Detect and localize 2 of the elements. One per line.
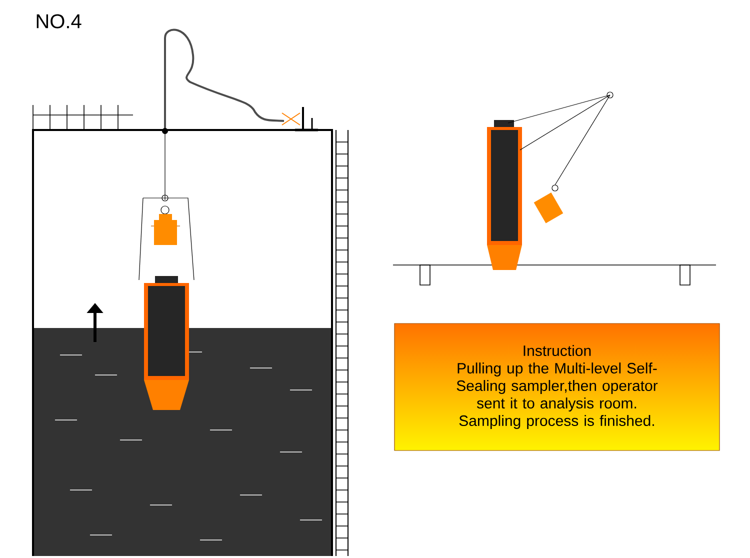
step-number: NO.4 <box>36 14 82 28</box>
instruction-box: Instruction Pulling up the Multi-level Self-Sealing sampler,then operator sent it to analysis room. Sampling process is finished. <box>394 323 720 451</box>
